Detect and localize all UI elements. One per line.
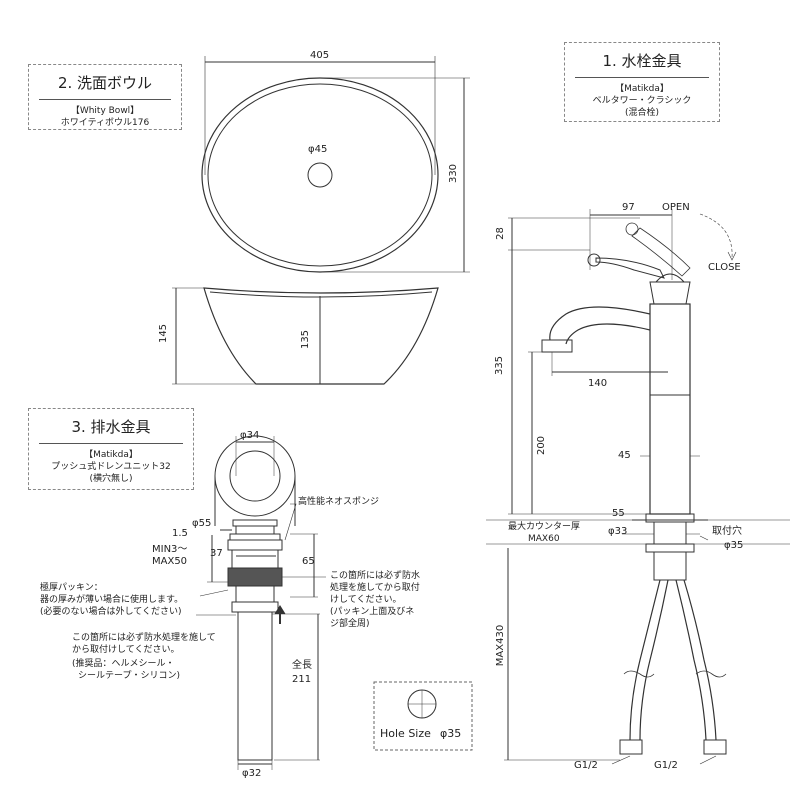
- faucet-product: ベルタワー・クラシック: [592, 96, 692, 106]
- bowl-info-box: 2. 洗面ボウル 【Whity Bowl】 ホワイティボウル176: [28, 64, 182, 130]
- faucet-title: 1. 水栓金具: [575, 51, 709, 78]
- drain-65-label: 65: [302, 556, 315, 567]
- faucet-model: 【Matikda】: [615, 84, 669, 94]
- packing-note-1: 極厚パッキン：: [40, 583, 103, 593]
- faucet-28-label: 28: [494, 227, 506, 240]
- drain-info-box: 3. 排水金具 【Matikda】 プッシュ式ドレンユニット32 (横穴無し): [28, 408, 194, 490]
- bowl-side-view: [203, 287, 439, 385]
- hole-size-value: φ35: [440, 727, 462, 740]
- faucet-140-label: 140: [588, 378, 608, 389]
- drain-37-label: 37: [210, 548, 223, 559]
- g12-right-label: G1/2: [654, 760, 678, 771]
- faucet-33-label: φ33: [608, 526, 628, 537]
- open-label: OPEN: [662, 202, 690, 213]
- faucet-max430-label: MAX430: [495, 624, 507, 667]
- drain-length-value: 211: [292, 674, 312, 685]
- faucet-type: (混合栓): [624, 108, 660, 118]
- drain-type: (横穴無し): [89, 474, 133, 484]
- waterproof-note-1: この箇所には必ず防水: [330, 571, 421, 581]
- drain-34-label: φ34: [240, 430, 260, 441]
- bowl-top-view: [201, 77, 439, 273]
- drain-max-label: MAX50: [152, 556, 188, 567]
- mount-hole-label: 取付穴: [712, 526, 742, 537]
- faucet-200-label: 200: [536, 435, 548, 456]
- faucet: [541, 222, 727, 755]
- packing-note-2: 器の厚みが薄い場合に使用します。: [40, 595, 184, 605]
- waterproof-note-4: (パッキン上面及びネ: [330, 607, 415, 617]
- lower-note-3: (推奨品：ヘルメシール・: [72, 659, 175, 669]
- drain-1-5-label: 1.5: [172, 528, 188, 539]
- drain-product: プッシュ式ドレンユニット32: [51, 462, 171, 472]
- close-label: CLOSE: [708, 262, 741, 273]
- waterproof-note-5: ジ部全周): [330, 619, 370, 629]
- bowl-product: ホワイティボウル176: [60, 118, 150, 128]
- bowl-height-inner-label: 135: [300, 329, 312, 350]
- drain-assembly: [214, 435, 296, 761]
- drain-model: 【Matikda】: [84, 450, 138, 460]
- bowl-width-label: 405: [310, 50, 330, 61]
- faucet-335-label: 335: [494, 355, 506, 376]
- bowl-title: 2. 洗面ボウル: [39, 73, 171, 100]
- drain-55-label: φ55: [192, 518, 212, 529]
- waterproof-note-3: けしてください。: [330, 595, 402, 605]
- faucet-45-label: 45: [618, 450, 631, 461]
- drain-min-label: MIN3〜: [152, 544, 188, 555]
- hole-size-label: Hole Size: [380, 727, 431, 740]
- drain-32-label: φ32: [242, 768, 262, 779]
- faucet-97-label: 97: [622, 202, 635, 213]
- bowl-height-outer-label: 145: [158, 323, 170, 344]
- faucet-info-box: 1. 水栓金具 【Matikda】 ベルタワー・クラシック (混合栓): [564, 42, 720, 122]
- drain-title: 3. 排水金具: [39, 417, 183, 444]
- sponge-label: 高性能ネオスポンジ: [298, 497, 380, 507]
- waterproof-note-2: 処理を施してから取付: [330, 583, 420, 593]
- lower-note-4: シールテープ・シリコン): [78, 671, 180, 681]
- counter-max-label: MAX60: [528, 534, 560, 544]
- faucet-55-label: 55: [612, 508, 625, 519]
- counter-thickness-label: 最大カウンター厚: [508, 522, 581, 532]
- bowl-model: 【Whity Bowl】: [70, 106, 140, 116]
- bowl-hole-label: φ45: [308, 144, 328, 155]
- lower-note-1: この箇所には必ず防水処理を施して: [72, 633, 216, 643]
- lower-note-2: から取付けしてください。: [72, 645, 180, 655]
- mount-hole-diameter: φ35: [724, 540, 744, 551]
- drain-length-label: 全長: [292, 660, 312, 671]
- bowl-depth-label: 330: [448, 163, 460, 184]
- packing-note-3: (必要のない場合は外してください): [40, 607, 182, 617]
- g12-left-label: G1/2: [574, 760, 598, 771]
